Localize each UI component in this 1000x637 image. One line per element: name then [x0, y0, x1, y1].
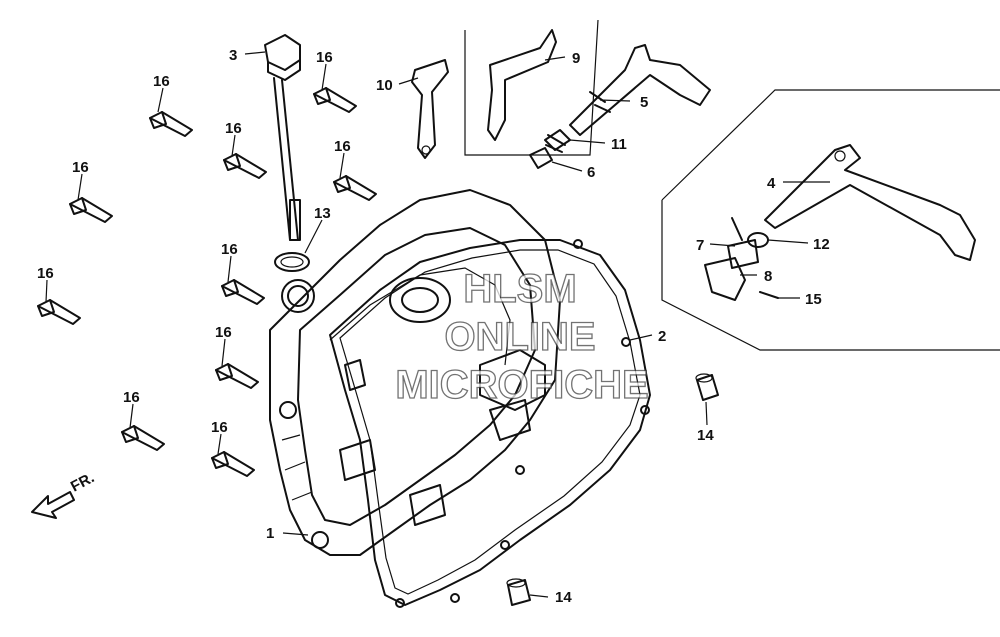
- callout-16: 16: [72, 159, 89, 176]
- callout-8: 8: [764, 268, 772, 285]
- callout-16: 16: [316, 49, 333, 66]
- callout-13: 13: [314, 205, 331, 222]
- callout-16: 16: [221, 241, 238, 258]
- watermark: HLSM ONLINE MICROFICHE: [395, 266, 650, 407]
- kick-starter-arm: [764, 144, 976, 261]
- callout-4: 4: [767, 175, 776, 192]
- callout-16: 16: [211, 419, 228, 436]
- callout-16: 16: [123, 389, 140, 406]
- front-direction-label: FR.: [68, 469, 97, 495]
- callout-16: 16: [334, 138, 351, 155]
- callout-15: 15: [805, 291, 822, 308]
- inset-box-right: [661, 89, 1000, 351]
- kick-spring-and-collar: [704, 217, 779, 301]
- inset-box-upper: [464, 19, 599, 156]
- gasket: [329, 239, 651, 606]
- callout-5: 5: [640, 94, 648, 111]
- callout-16: 16: [153, 73, 170, 90]
- gasket-bolt-holes: [395, 239, 650, 608]
- watermark-line-3: MICROFICHE: [395, 363, 648, 407]
- callout-9: 9: [572, 50, 580, 67]
- o-ring: [274, 252, 310, 272]
- callout-16: 16: [37, 265, 54, 282]
- callout-14: 14: [555, 589, 572, 606]
- callout-16: 16: [215, 324, 232, 341]
- callout-16: 16: [225, 120, 242, 137]
- callout-6: 6: [587, 164, 595, 181]
- callout-10: 10: [376, 77, 393, 94]
- callout-7: 7: [696, 237, 704, 254]
- callout-12: 12: [813, 236, 830, 253]
- flange-bolts: [37, 87, 377, 477]
- callout-3: 3: [229, 47, 237, 64]
- callout-1: 1: [266, 525, 274, 542]
- callout-labels: 3 16 16 16 16 16 13 16 16 16 16 16 1 2 1…: [37, 47, 830, 606]
- callout-2: 2: [658, 328, 666, 345]
- oil-level-gauge: [264, 34, 301, 241]
- springs: [529, 129, 571, 169]
- shift-shaft: [569, 44, 711, 136]
- crankcase-cover: [269, 189, 561, 556]
- leader-lines: [45, 51, 830, 598]
- callout-14: 14: [697, 427, 714, 444]
- watermark-line-2: ONLINE: [444, 315, 595, 359]
- front-direction-arrow: FR.: [31, 469, 97, 519]
- shift-arm: [411, 29, 557, 159]
- watermark-line-1: HLSM: [463, 267, 576, 311]
- dowel-pins: [506, 373, 719, 606]
- callout-11: 11: [611, 136, 627, 153]
